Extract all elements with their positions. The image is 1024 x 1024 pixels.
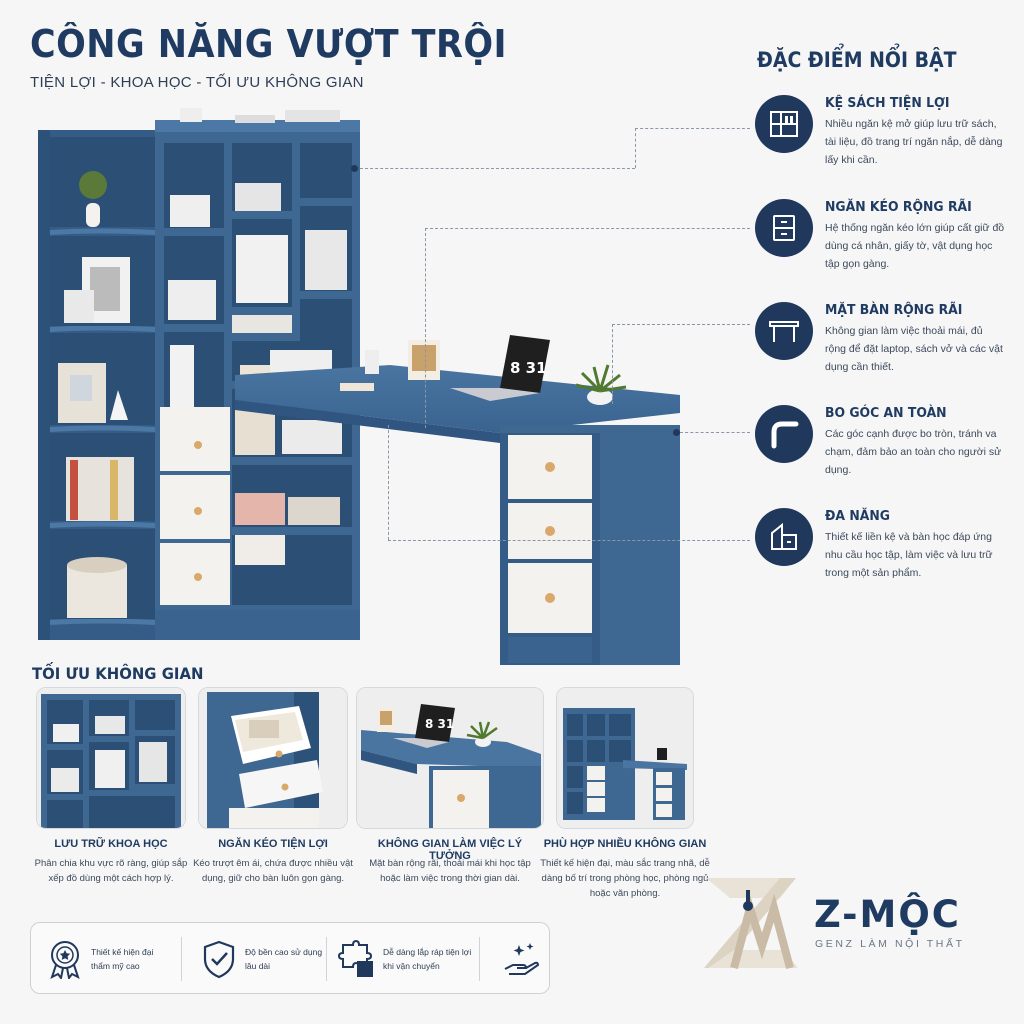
drawer-icon [755, 199, 813, 257]
benefits-bar: Thiết kế hiện đại thẩm mỹ cao Độ bền cao… [30, 922, 550, 994]
award-badge-icon [45, 939, 85, 979]
bookcase [155, 108, 360, 640]
feature-desc: Nhiều ngăn kệ mở giúp lưu trữ sách, tài … [825, 118, 1003, 166]
feature-title: KỆ SÁCH TIỆN LỢI [825, 95, 950, 111]
space-card-title: LƯU TRỮ KHOA HỌC [54, 838, 168, 850]
feature-title: MẶT BÀN RỘNG RÃI [825, 302, 963, 318]
hand-sparkle-icon [501, 939, 541, 979]
space-card-title: KHÔNG GIAN LÀM VIỆC LÝ TƯỞNG [377, 838, 523, 862]
puzzle-icon [337, 939, 377, 979]
space-card-title: PHÙ HỢP NHIỀU KHÔNG GIAN [543, 838, 707, 850]
space-card-desc: Thiết kế hiện đại, màu sắc trang nhã, dễ… [540, 858, 710, 899]
benefit-care [501, 923, 541, 995]
benefit-text: Thiết kế hiện đại thẩm mỹ cao [91, 947, 154, 971]
laptop-screen-text: 8 31 [510, 359, 547, 377]
space-card-desc: Kéo trượt êm ái, chứa được nhiều vật dụn… [193, 858, 353, 884]
feature-desc: Hệ thống ngăn kéo lớn giúp cất giữ đồ dù… [825, 222, 1005, 270]
feature-desc: Các góc cạnh được bo tròn, tránh va chạm… [825, 428, 1002, 476]
multi-function-icon [755, 508, 813, 566]
feature-desc: Không gian làm việc thoải mái, đủ rộng đ… [825, 325, 1003, 373]
page-subtitle: TIỆN LỢI - KHOA HỌC - TỐI ƯU KHÔNG GIAN [30, 74, 364, 91]
brand-tagline: GENZ LÀM NỘI THẤT [815, 938, 965, 950]
page-title: CÔNG NĂNG VƯỢT TRỘI [30, 22, 508, 66]
feature-title: BO GÓC AN TOÀN [825, 405, 947, 421]
space-card-drawer [198, 687, 348, 829]
space-card-title: NGĂN KÉO TIỆN LỢI [218, 838, 328, 850]
corner-shelf [38, 130, 158, 640]
feature-title: NGĂN KÉO RỘNG RÃI [825, 199, 972, 215]
feature-title: ĐA NĂNG [825, 508, 890, 524]
product-illustration: 8 31 [38, 108, 680, 665]
desk: 8 31 [235, 335, 680, 665]
brand-name: Z-MỘC [814, 893, 961, 936]
benefit-assembly: Dễ dàng lắp ráp tiện lợi khi vận chuyển [337, 923, 473, 995]
space-card-workspace: 8 31 [356, 687, 544, 829]
brand-logo-icon [704, 878, 798, 970]
table-icon [755, 302, 813, 360]
bookshelf-icon [755, 95, 813, 153]
space-card-room [556, 687, 694, 829]
rounded-corner-icon [755, 405, 813, 463]
benefit-modern-design: Thiết kế hiện đại thẩm mỹ cao [45, 923, 169, 995]
benefit-text: Dễ dàng lắp ráp tiện lợi khi vận chuyển [383, 947, 472, 971]
benefit-text: Độ bền cao sử dụng lâu dài [245, 947, 323, 971]
section-heading: TỐI ƯU KHÔNG GIAN [32, 664, 204, 683]
space-card-desc: Phân chia khu vực rõ ràng, giúp sắp xếp … [34, 858, 188, 884]
space-card-storage [36, 687, 186, 829]
laptop-screen-text: 8 31 [425, 717, 454, 731]
shield-check-icon [199, 939, 239, 979]
features-heading: ĐẶC ĐIỂM NỔI BẬT [757, 48, 957, 72]
benefit-durability: Độ bền cao sử dụng lâu dài [199, 923, 323, 995]
feature-desc: Thiết kế liền kệ và bàn học đáp ứng nhu … [825, 531, 993, 579]
space-card-desc: Mặt bàn rộng rãi, thoải mái khi học tập … [369, 858, 531, 884]
